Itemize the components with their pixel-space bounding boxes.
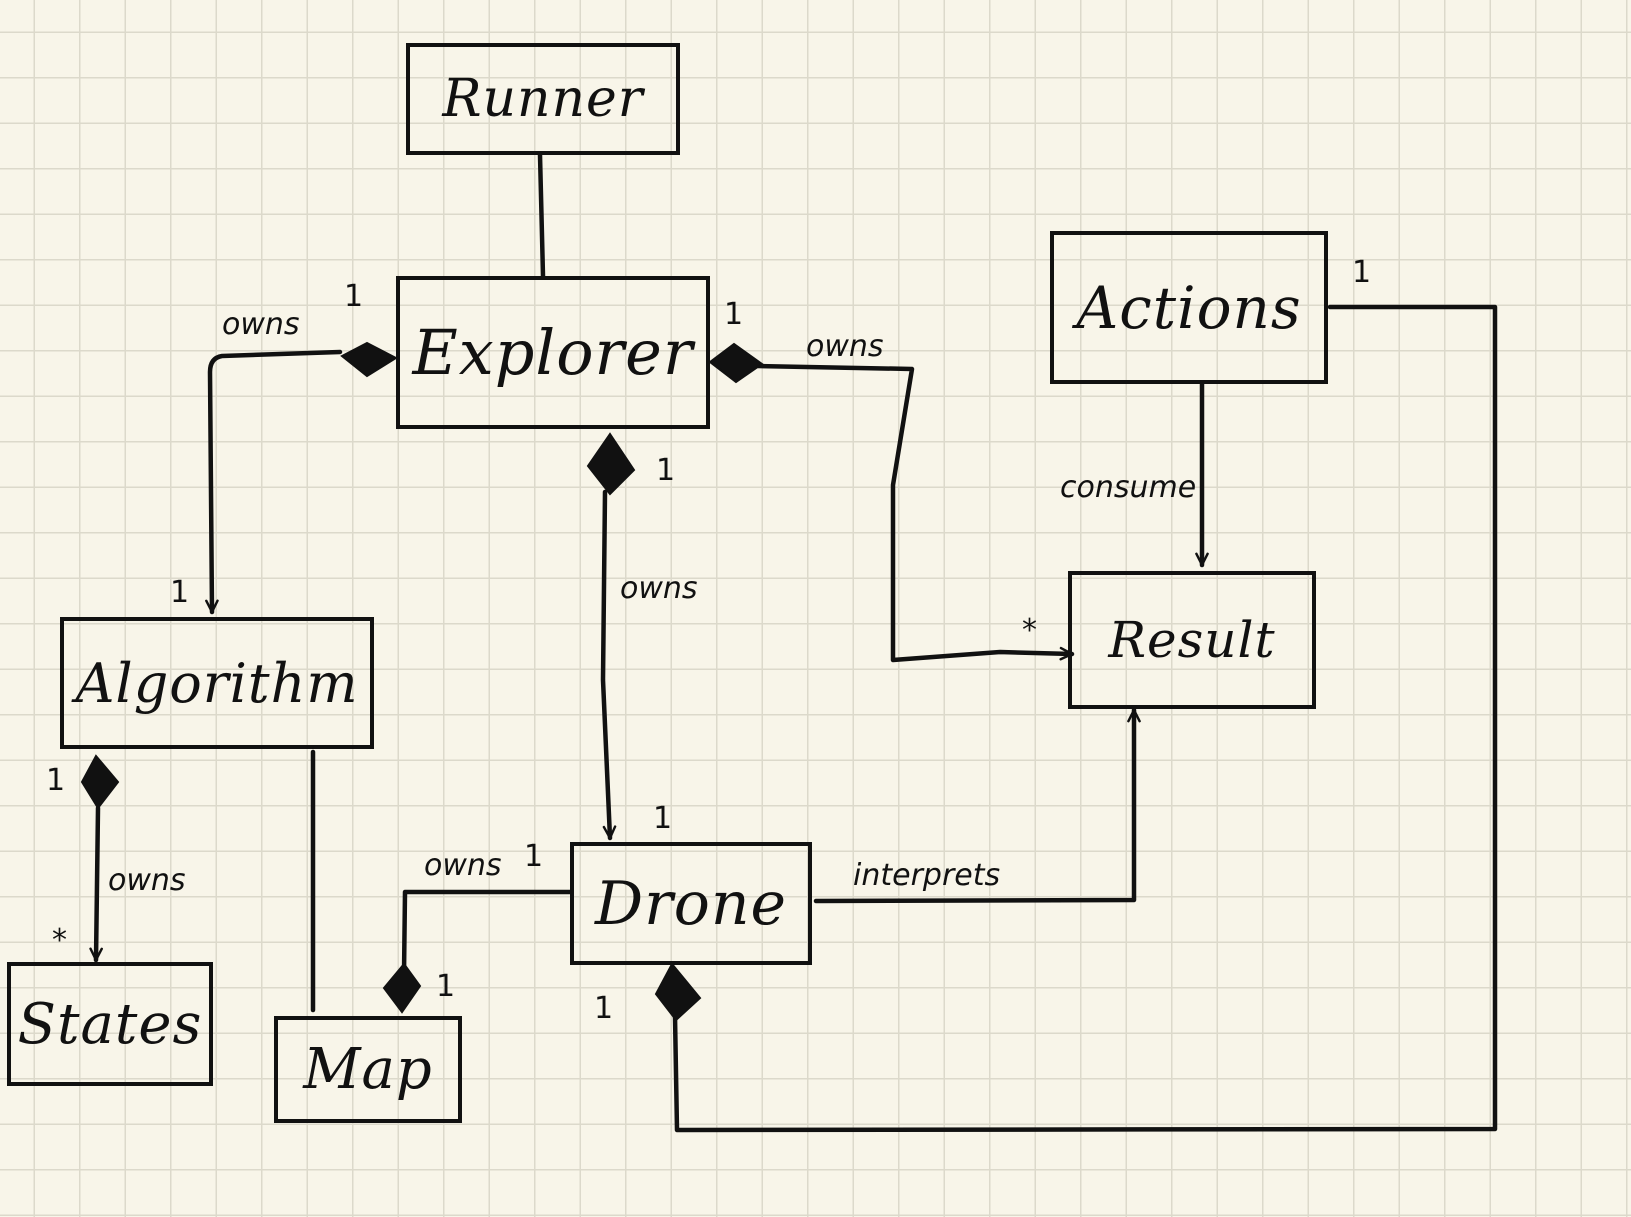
algorithm-states-line	[89, 805, 103, 963]
drone-result-line	[813, 707, 1141, 904]
mult-explorer-bottom: 1	[656, 453, 675, 488]
mult-map-top: 1	[436, 969, 455, 1004]
actions-drone-diamond-icon	[654, 962, 702, 1022]
class-result-name: Result	[1108, 611, 1276, 669]
class-explorer-name: Explorer	[412, 316, 694, 389]
class-map: Map	[274, 1016, 462, 1123]
mult-states-top: *	[52, 923, 67, 958]
explorer-algorithm-diamond-icon	[340, 341, 399, 378]
label-explorer-drone: owns	[620, 571, 698, 606]
class-algorithm-name: Algorithm	[75, 651, 359, 715]
class-drone: Drone	[570, 842, 812, 965]
runner-explorer-line	[537, 152, 546, 279]
class-result: Result	[1068, 571, 1316, 709]
mult-drone-bottom: 1	[594, 991, 613, 1026]
explorer-drone-line	[600, 489, 617, 841]
label-algorithm-states: owns	[108, 863, 186, 898]
mult-explorer-right: 1	[724, 297, 743, 332]
label-drone-result: interprets	[853, 858, 1000, 893]
class-explorer: Explorer	[396, 276, 710, 429]
explorer-result-line	[755, 363, 1075, 663]
explorer-drone-diamond-icon	[586, 432, 636, 496]
drone-map-line	[401, 889, 573, 977]
actions-drone-line	[672, 304, 1498, 1133]
label-explorer-algorithm: owns	[222, 307, 300, 342]
explorer-algorithm-line	[205, 349, 343, 615]
mult-algorithm-bottom: 1	[46, 763, 65, 798]
mult-result-left: *	[1022, 613, 1037, 648]
label-drone-map: owns	[424, 848, 502, 883]
class-actions-name: Actions	[1076, 273, 1302, 342]
label-explorer-result: owns	[806, 329, 884, 364]
class-actions: Actions	[1050, 231, 1328, 384]
explorer-result-diamond-icon	[708, 342, 764, 384]
mult-algorithm-top: 1	[170, 575, 189, 610]
mult-actions-right: 1	[1352, 255, 1371, 290]
label-actions-result: consume	[1060, 470, 1196, 505]
mult-drone-left: 1	[524, 839, 543, 874]
class-runner: Runner	[406, 43, 680, 155]
mult-drone-top: 1	[653, 801, 672, 836]
class-states-name: States	[17, 991, 203, 1057]
class-states: States	[7, 962, 213, 1086]
class-drone-name: Drone	[594, 868, 788, 939]
class-map-name: Map	[303, 1037, 433, 1102]
class-runner-name: Runner	[442, 69, 644, 129]
mult-explorer-left: 1	[344, 279, 363, 314]
drone-map-diamond-icon	[382, 962, 422, 1014]
algorithm-states-diamond-icon	[80, 754, 120, 810]
class-algorithm: Algorithm	[60, 617, 374, 749]
